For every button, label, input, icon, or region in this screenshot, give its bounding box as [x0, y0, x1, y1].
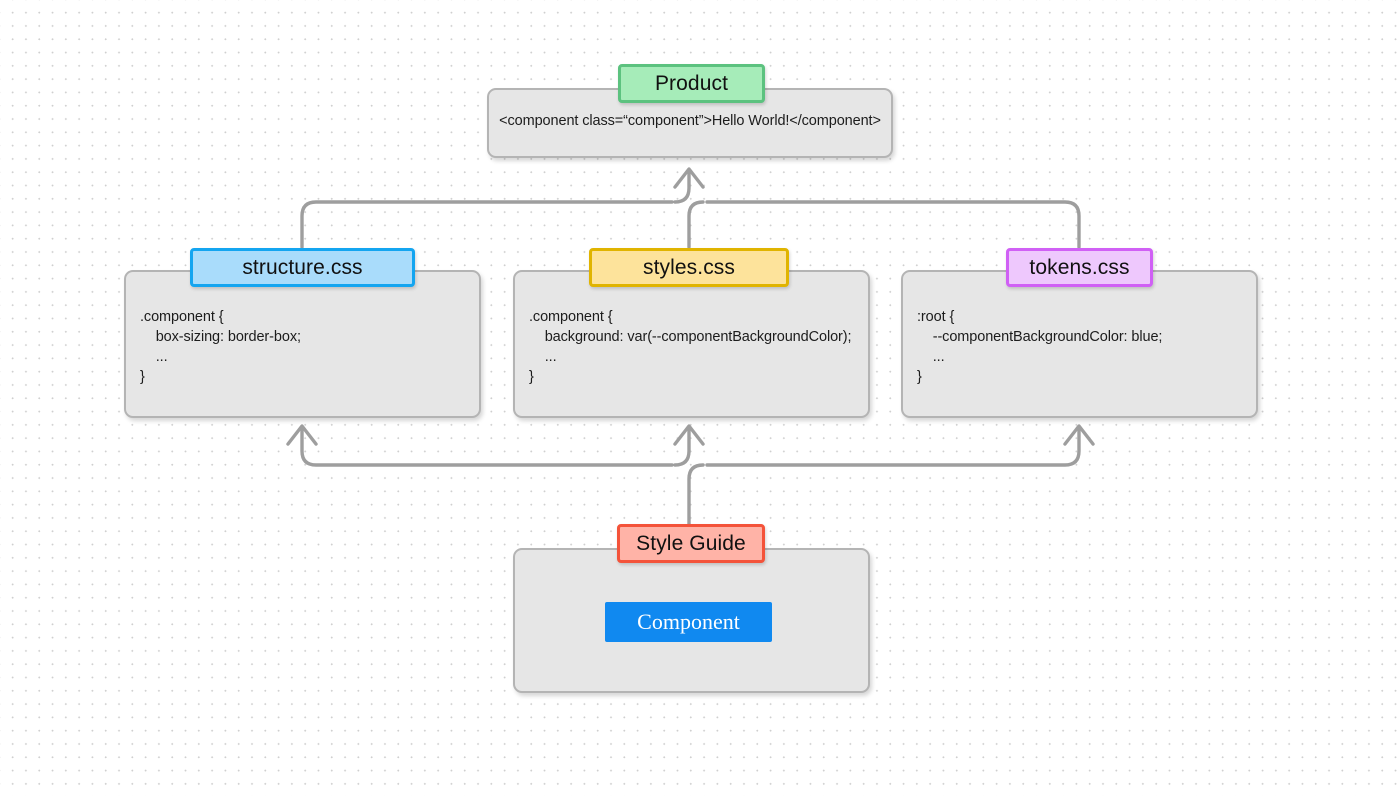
arrowhead-to-product [673, 167, 705, 189]
structure-css-label-tab[interactable]: structure.css [190, 248, 415, 287]
tokens-css-code-snippet: :root { --componentBackgroundColor: blue… [917, 309, 1163, 385]
tokens-css-node-body [901, 270, 1258, 418]
styles-css-label-tab[interactable]: styles.css [589, 248, 789, 287]
component-preview-button[interactable]: Component [605, 602, 772, 642]
product-label-tab[interactable]: Product [618, 64, 765, 103]
connector-styleguide-to-structure [300, 427, 674, 467]
arrowhead-to-tokens [1063, 424, 1095, 446]
connector-styleguide-stem-left-fillet [673, 427, 691, 467]
connector-styles-to-product-left-fillet [673, 170, 691, 204]
structure-css-code-snippet: .component { box-sizing: border-box; ...… [140, 309, 301, 385]
style-guide-node: Component [513, 548, 870, 693]
connector-styles-to-product [687, 200, 705, 249]
connector-styleguide-to-tokens [705, 427, 1081, 467]
arrowhead-to-styles [673, 424, 705, 446]
structure-css-node-body [124, 270, 481, 418]
product-code-snippet: <component class=“component”>Hello World… [499, 113, 881, 129]
tokens-css-label-tab[interactable]: tokens.css [1006, 248, 1153, 287]
styles-css-code-snippet: .component { background: var(--component… [529, 309, 852, 385]
styles-css-node-body [513, 270, 870, 418]
tokens-css-node: :root { --componentBackgroundColor: blue… [901, 270, 1258, 418]
arrowhead-to-structure [286, 424, 318, 446]
structure-css-node: .component { box-sizing: border-box; ...… [124, 270, 481, 418]
styles-css-node: .component { background: var(--component… [513, 270, 870, 418]
connector-structure-to-product [300, 200, 674, 249]
style-guide-label-tab[interactable]: Style Guide [617, 524, 765, 563]
connector-tokens-to-product [705, 200, 1081, 249]
